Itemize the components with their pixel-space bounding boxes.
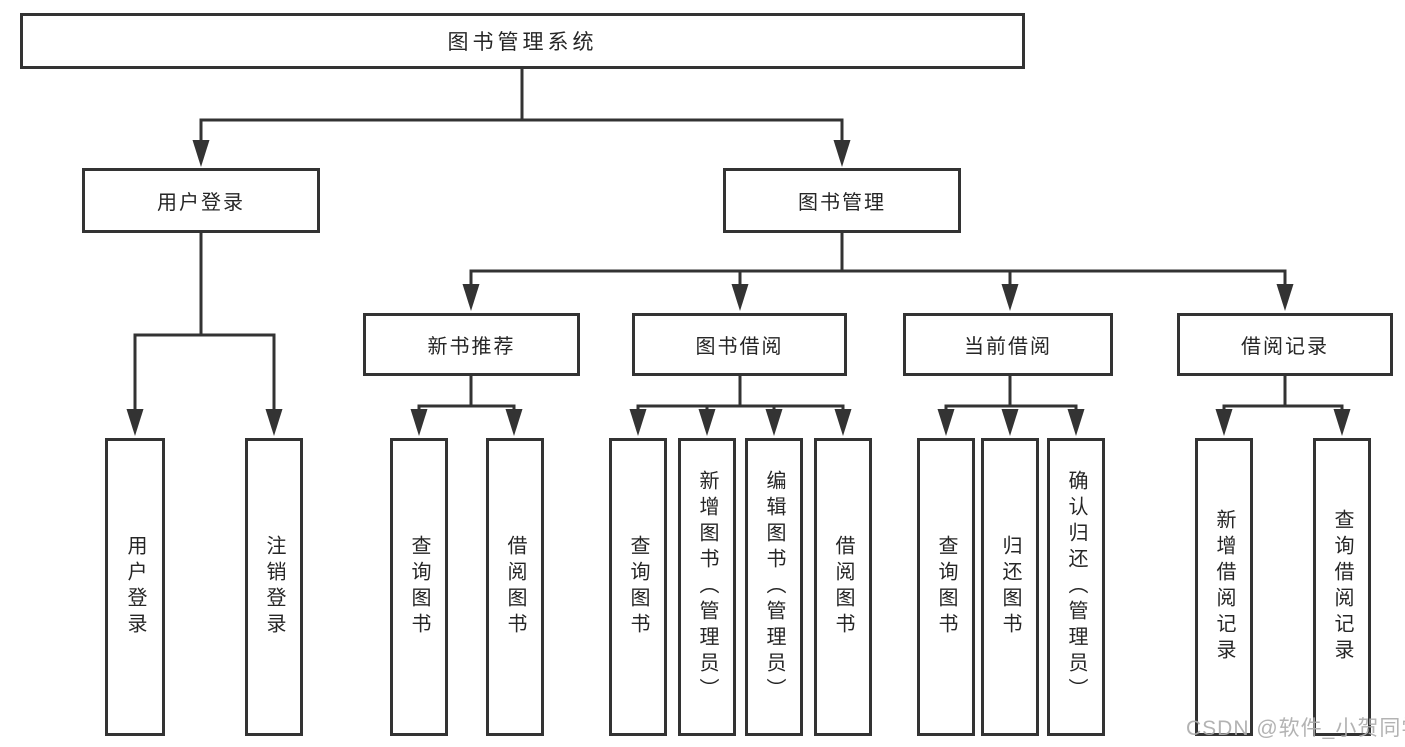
node-book-borrowing-label: 图书借阅 <box>695 336 784 358</box>
arrowheads <box>126 140 1351 436</box>
node-new-book-recommend-label: 新书推荐 <box>427 336 516 358</box>
node-leaf-bb-query-book-label: 查询图书 <box>627 535 649 639</box>
node-leaf-nbr-borrow-book-label: 借阅图书 <box>504 535 526 639</box>
node-user-login-label: 用户登录 <box>157 192 245 214</box>
node-book-management: 图书管理 <box>723 168 961 233</box>
node-leaf-cb-return-book-label: 归还图书 <box>999 535 1021 639</box>
node-leaf-br-query-record-label: 查询借阅记录 <box>1331 509 1353 665</box>
node-leaf-bb-borrow-book-label: 借阅图书 <box>832 535 854 639</box>
node-new-book-recommend: 新书推荐 <box>363 313 580 376</box>
node-current-borrowing-label: 当前借阅 <box>964 336 1052 358</box>
node-user-login: 用户登录 <box>82 168 320 233</box>
node-leaf-logout: 注销登录 <box>245 438 303 736</box>
node-leaf-cb-query-book: 查询图书 <box>917 438 975 736</box>
node-book-management-label: 图书管理 <box>798 192 886 214</box>
node-leaf-bb-edit-book-label: 编辑图书（管理员） <box>763 470 785 704</box>
node-leaf-logout-label: 注销登录 <box>263 535 285 639</box>
node-leaf-nbr-query-book-label: 查询图书 <box>408 535 430 639</box>
node-leaf-nbr-borrow-book: 借阅图书 <box>486 438 544 736</box>
node-leaf-br-add-record: 新增借阅记录 <box>1195 438 1253 736</box>
node-leaf-user-login-label: 用户登录 <box>124 535 146 639</box>
node-leaf-bb-add-book: 新增图书（管理员） <box>678 438 736 736</box>
node-leaf-cb-return-book: 归还图书 <box>981 438 1039 736</box>
node-borrowing-records-label: 借阅记录 <box>1241 336 1329 358</box>
csdn-watermark: CSDN @软件_小贺同学 <box>1186 717 1405 740</box>
node-leaf-br-query-record: 查询借阅记录 <box>1313 438 1371 736</box>
node-leaf-bb-query-book: 查询图书 <box>609 438 667 736</box>
node-borrowing-records: 借阅记录 <box>1177 313 1393 376</box>
node-leaf-bb-borrow-book: 借阅图书 <box>814 438 872 736</box>
node-library-system: 图书管理系统 <box>20 13 1025 69</box>
node-leaf-br-add-record-label: 新增借阅记录 <box>1213 509 1235 665</box>
node-book-borrowing: 图书借阅 <box>632 313 847 376</box>
node-leaf-user-login: 用户登录 <box>105 438 165 736</box>
node-leaf-cb-confirm-return: 确认归还（管理员） <box>1047 438 1105 736</box>
node-leaf-bb-add-book-label: 新增图书（管理员） <box>696 470 718 704</box>
node-library-system-label: 图书管理系统 <box>447 31 598 54</box>
node-leaf-cb-confirm-return-label: 确认归还（管理员） <box>1065 470 1087 704</box>
node-leaf-cb-query-book-label: 查询图书 <box>935 535 957 639</box>
node-leaf-bb-edit-book: 编辑图书（管理员） <box>745 438 803 736</box>
node-current-borrowing: 当前借阅 <box>903 313 1113 376</box>
node-leaf-nbr-query-book: 查询图书 <box>390 438 448 736</box>
